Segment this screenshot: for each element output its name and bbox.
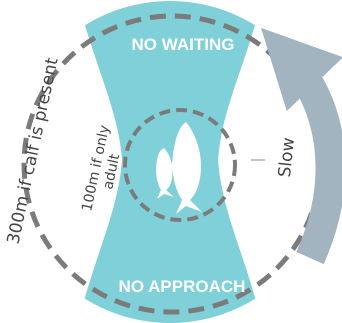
curved-arrow-icon [261,27,342,265]
inner-dashed-circle [123,108,237,222]
whale-mother-and-calf-icon [156,122,202,214]
mother-whale-icon [172,122,202,214]
boat-icon [249,136,267,186]
no-approach-label: NO APPROACH [119,277,246,296]
calf-whale-icon [156,148,174,199]
inner-distance-line2: adult [100,152,123,191]
no-waiting-label: NO WAITING [132,35,235,54]
slow-label: Slow [275,137,299,179]
